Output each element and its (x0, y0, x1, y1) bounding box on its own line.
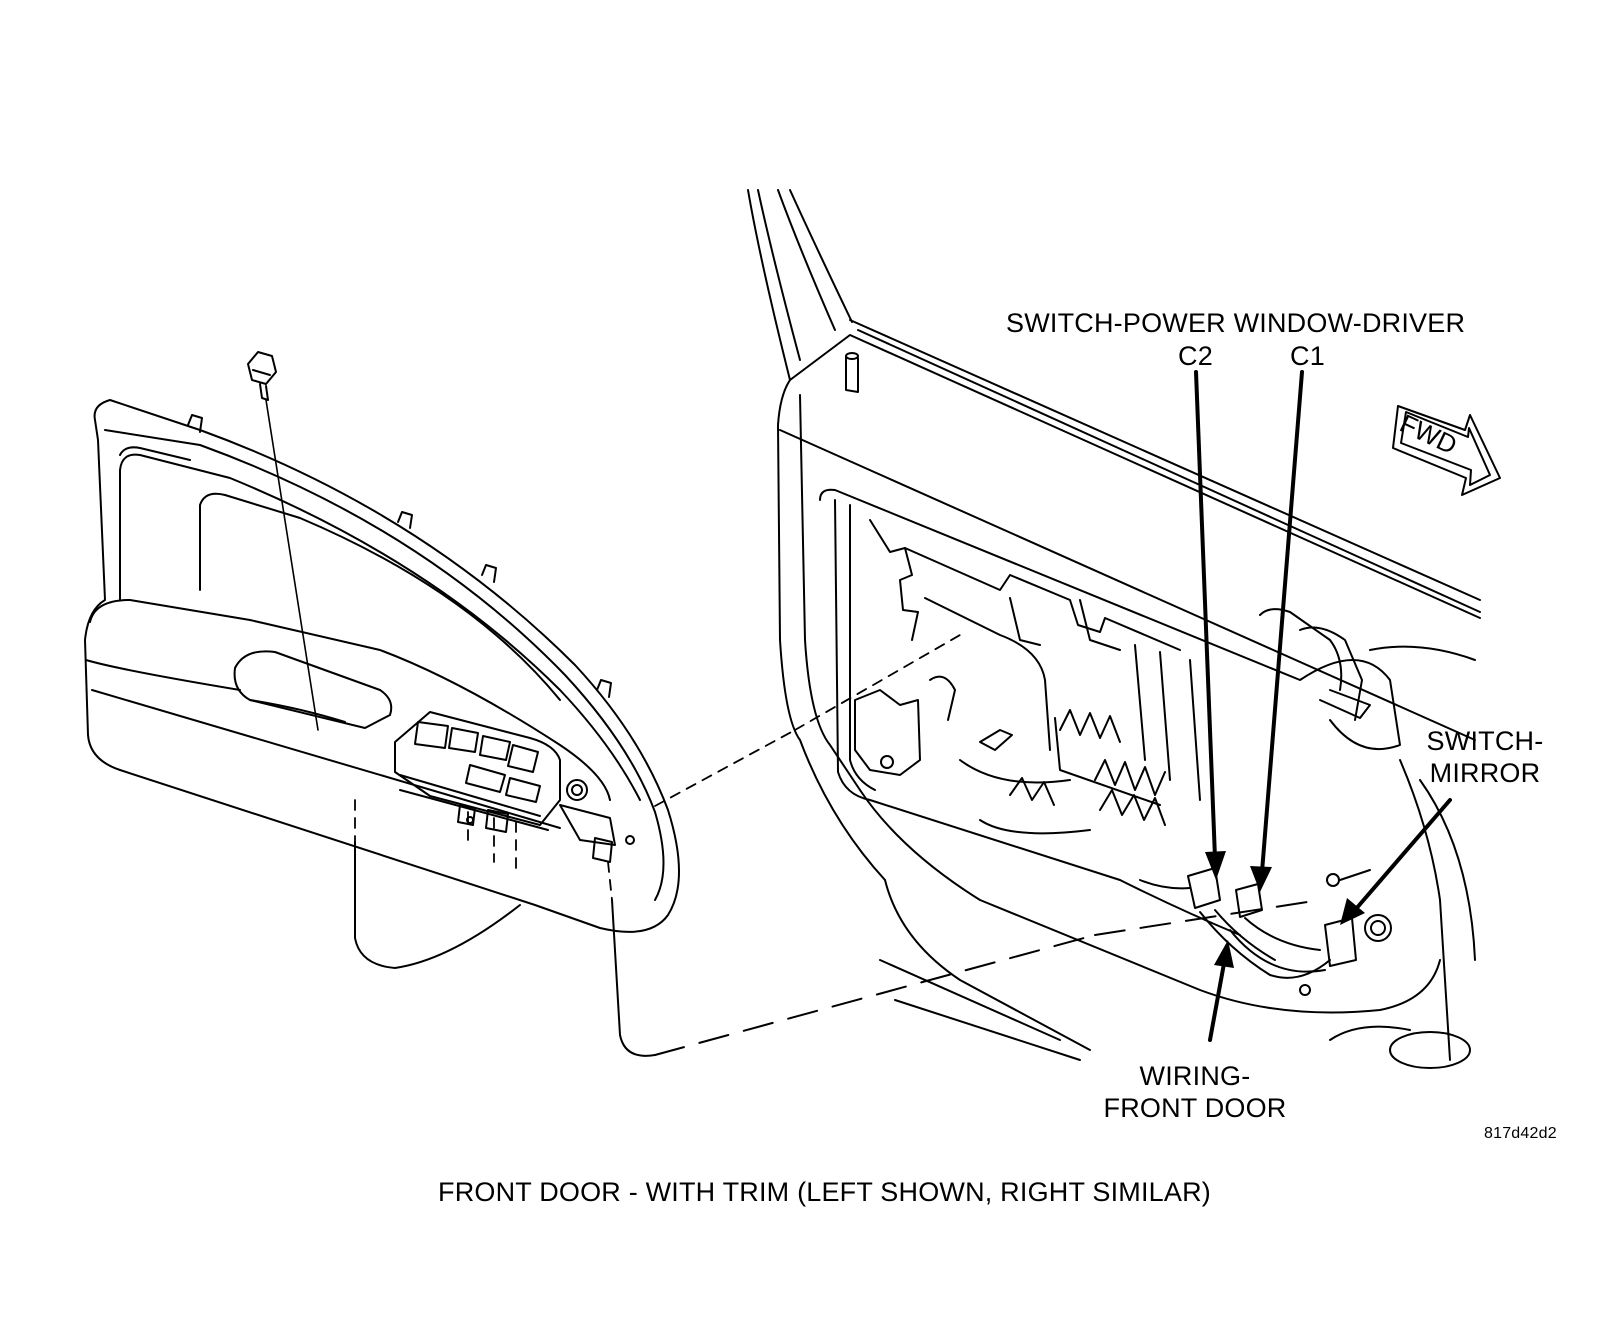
trim-panel (84, 399, 680, 969)
door-connectors (1139, 867, 1357, 979)
window-switch-bezel (394, 711, 616, 863)
label-c2: C2 (1178, 341, 1213, 371)
alignment-lines (354, 634, 961, 901)
harness-lead (611, 899, 656, 1057)
label-c1: C1 (1290, 341, 1325, 371)
figure-id: 817d42d2 (1484, 1125, 1557, 1142)
c2-leader (1194, 370, 1217, 860)
trim-screw (247, 351, 277, 401)
leader-lines (1194, 370, 1452, 1042)
label-switch-power-window: SWITCH-POWER WINDOW-DRIVER (1006, 308, 1466, 338)
arrow-heads (1205, 851, 1365, 968)
wiring-leader (1208, 956, 1227, 1042)
switch-mirror-leader (1353, 798, 1452, 912)
c1-leader (1260, 370, 1304, 874)
figure-caption: FRONT DOOR - WITH TRIM (LEFT SHOWN, RIGH… (438, 1177, 1212, 1207)
label-switch-mirror-line1: SWITCH- (1426, 726, 1544, 756)
label-switch-mirror-line2: MIRROR (1429, 758, 1541, 788)
label-wiring-line1: WIRING- (1139, 1061, 1251, 1091)
harness-route (654, 899, 1321, 1056)
fwd-arrow (1392, 405, 1501, 496)
door-inner (747, 189, 1481, 1069)
label-wiring-line2: FRONT DOOR (1103, 1093, 1287, 1123)
